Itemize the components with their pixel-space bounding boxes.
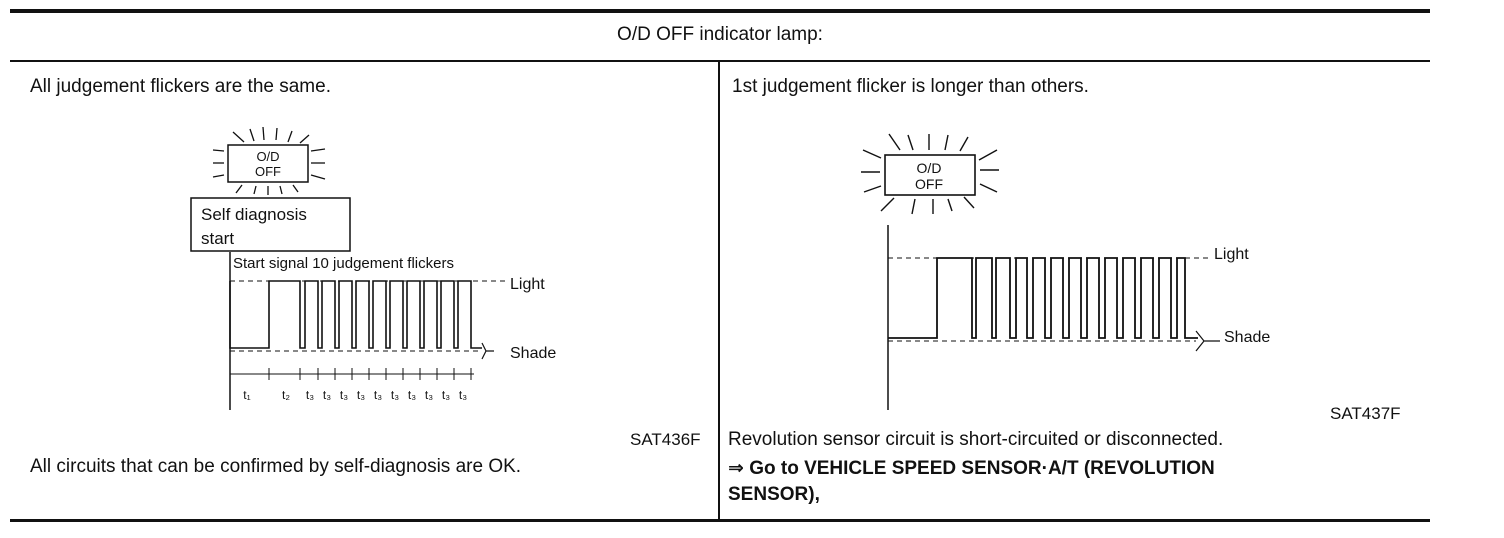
left-waveform xyxy=(229,280,482,349)
column-divider xyxy=(718,61,720,520)
left-callout-box xyxy=(190,197,351,252)
right-lamp-box xyxy=(884,154,976,196)
time-label-2: t₂ xyxy=(282,388,290,402)
left-lamp-rays xyxy=(212,126,326,195)
right-lamp-line2: OFF xyxy=(915,176,943,192)
time-label-1: t₁ xyxy=(243,388,250,402)
left-lamp-line2: OFF xyxy=(255,164,281,179)
left-dimension-ticks xyxy=(268,368,472,380)
right-action-line2: SENSOR), xyxy=(728,484,820,505)
right-waveform xyxy=(888,257,1198,339)
top-rule xyxy=(10,9,1430,13)
header-rule xyxy=(10,60,1430,62)
left-signal-label: Start signal 10 judgement flickers xyxy=(233,255,454,272)
right-action-line1: ⇒ Go to VEHICLE SPEED SENSOR·A/T (REVOLU… xyxy=(728,458,1215,479)
left-diagram: O/D OFF Self diagnosis start Start signa… xyxy=(190,126,556,410)
right-light-label: Light xyxy=(1214,246,1249,263)
time-label-10: t₃ xyxy=(425,388,433,402)
bottom-rule xyxy=(10,519,1430,522)
time-label-9: t₃ xyxy=(408,388,416,402)
left-callout-line2: start xyxy=(201,229,234,248)
left-lamp-box xyxy=(227,144,309,183)
right-figure-code: SAT437F xyxy=(1330,404,1401,423)
time-label-8: t₃ xyxy=(391,388,399,402)
right-lamp-line1: O/D xyxy=(917,160,942,176)
right-heading: 1st judgement flicker is longer than oth… xyxy=(732,76,1089,97)
right-lamp-rays xyxy=(861,133,999,215)
right-result: Revolution sensor circuit is short-circu… xyxy=(728,429,1224,450)
time-label-12: t₃ xyxy=(459,388,467,402)
left-heading: All judgement flickers are the same. xyxy=(30,76,331,97)
time-label-4: t₃ xyxy=(323,388,331,402)
time-label-7: t₃ xyxy=(374,388,382,402)
left-lamp-line1: O/D xyxy=(256,149,279,164)
left-figure-code: SAT436F xyxy=(630,430,701,449)
right-shade-break xyxy=(1195,330,1220,352)
left-callout-line1: Self diagnosis xyxy=(201,205,307,224)
left-result: All circuits that can be confirmed by se… xyxy=(30,456,522,477)
time-label-5: t₃ xyxy=(340,388,348,402)
left-light-label: Light xyxy=(510,276,545,293)
time-label-3: t₃ xyxy=(306,388,314,402)
table-header: O/D OFF indicator lamp: xyxy=(617,24,823,45)
right-shade-label: Shade xyxy=(1224,329,1270,346)
time-label-11: t₃ xyxy=(442,388,450,402)
right-diagram: O/D OFF Light Shade xyxy=(861,133,1270,410)
time-label-6: t₃ xyxy=(357,388,365,402)
left-shade-label: Shade xyxy=(510,345,556,362)
left-shade-break xyxy=(481,342,494,360)
